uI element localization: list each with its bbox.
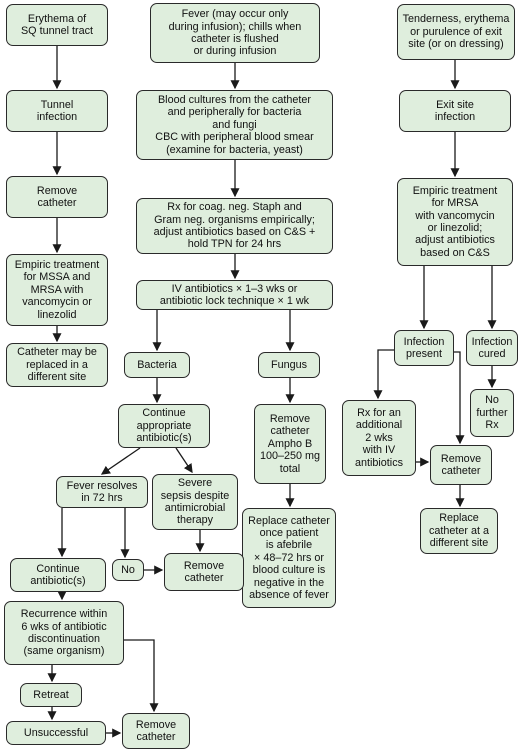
node-fever-resolves-72: Fever resolves in 72 hrs <box>56 476 148 508</box>
node-replace-catheter-different-site: Replace catheter at a different site <box>420 508 498 554</box>
node-no-further-rx: No further Rx <box>470 389 514 437</box>
connector-arrow-right-a8 <box>454 351 465 445</box>
node-remove-catheter-sepsis: Remove catheter <box>164 553 244 591</box>
node-recurrence: Recurrence within 6 wks of antibiotic di… <box>4 601 124 665</box>
node-infection-cured: Infection cured <box>466 330 518 366</box>
node-iv-antibiotics: IV antibiotics × 1–3 wks or antibiotic l… <box>136 280 333 310</box>
node-rx-coag-neg-staph: Rx for coag. neg. Staph and Gram neg. or… <box>136 198 333 254</box>
node-unsuccessful: Unsuccessful <box>6 721 106 745</box>
node-erythema-sq-tunnel: Erythema of SQ tunnel tract <box>6 4 108 46</box>
node-fever: Fever (may occur only during infusion); … <box>150 3 320 63</box>
node-severe-sepsis: Severe sepsis despite antimicrobial ther… <box>152 474 238 530</box>
node-remove-catheter-ampho: Remove catheter Ampho B 100–250 mg total <box>254 404 326 484</box>
node-catheter-replaced-different-site: Catheter may be replaced in a different … <box>6 343 108 387</box>
connector-arrow-mid-a9 <box>100 447 141 475</box>
connector-arrow-right-a6 <box>373 349 394 400</box>
node-exit-site-infection: Exit site infection <box>399 90 511 132</box>
node-tenderness-exit-site: Tenderness, erythema or purulence of exi… <box>397 4 515 60</box>
node-tunnel-infection: Tunnel infection <box>6 90 108 132</box>
node-empiric-mrsa: Empiric treatment for MRSA with vancomyc… <box>397 178 513 266</box>
connector-arrow-mid-a19 <box>124 639 159 713</box>
node-infection-present: Infection present <box>394 330 454 366</box>
node-bacteria: Bacteria <box>124 352 190 378</box>
node-fungus: Fungus <box>258 352 320 378</box>
connector-arrow-mid-a10 <box>175 447 193 474</box>
node-no: No <box>112 559 144 581</box>
node-rx-additional-2wks: Rx for an additional 2 wks with IV antib… <box>342 400 416 476</box>
node-empiric-mssa-mrsa: Empiric treatment for MSSA and MRSA with… <box>6 254 108 326</box>
node-remove-catheter-tunnel: Remove catheter <box>6 176 108 218</box>
node-remove-catheter-bottom: Remove catheter <box>122 713 190 749</box>
node-continue-antibiotics: Continue antibiotic(s) <box>10 558 106 592</box>
node-replace-catheter-afebrile: Replace catheter once patient is afebril… <box>242 508 336 608</box>
node-retreat: Retreat <box>20 683 82 707</box>
node-remove-catheter-exit: Remove catheter <box>430 445 492 485</box>
node-blood-cultures: Blood cultures from the catheter and per… <box>136 90 333 160</box>
node-continue-appropriate-antibiotics: Continue appropriate antibiotic(s) <box>118 404 210 448</box>
